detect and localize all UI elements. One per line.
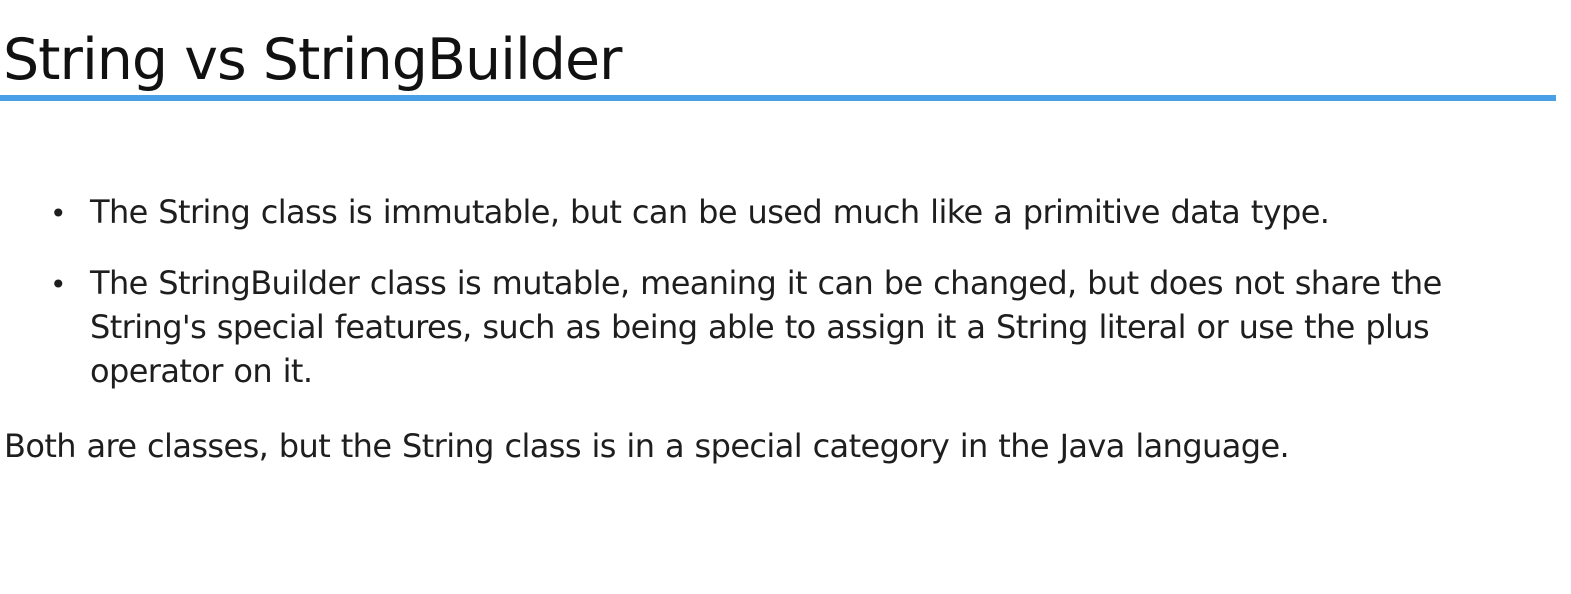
bullet-item: • The String class is immutable, but can… [0,190,1545,234]
bullet-text: The String class is immutable, but can b… [90,193,1330,231]
title-underline-rule [0,95,1556,101]
bullet-list: • The String class is immutable, but can… [0,190,1545,420]
summary-text: Both are classes, but the String class i… [4,427,1290,465]
bullet-icon: • [50,197,67,230]
bullet-icon: • [50,268,67,301]
slide-title: String vs StringBuilder [3,27,622,93]
bullet-text: The StringBuilder class is mutable, mean… [90,264,1442,390]
bullet-item: • The StringBuilder class is mutable, me… [0,261,1545,393]
